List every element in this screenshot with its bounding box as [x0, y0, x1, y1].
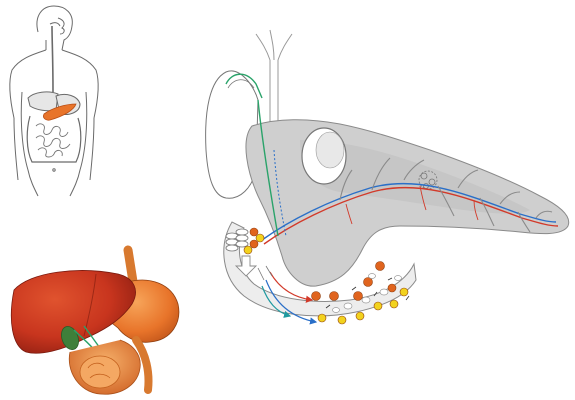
arrow-teal — [261, 285, 292, 318]
head-outline — [36, 5, 73, 51]
undigested-particles — [332, 273, 402, 313]
cystic-duct — [225, 73, 263, 99]
mini-colon — [26, 115, 82, 163]
arrow-red — [269, 271, 314, 303]
enzyme-granules — [311, 261, 409, 325]
mini-pancreas-highlight — [43, 103, 77, 121]
enzyme-granules-top — [243, 227, 265, 255]
arrow-blue — [265, 279, 318, 325]
esophagus — [51, 25, 54, 93]
pancreatic-duct-red — [263, 186, 559, 245]
liver — [10, 270, 136, 354]
common-bile-duct — [257, 99, 279, 237]
branch-ducts — [339, 157, 553, 233]
shoulder-outline — [9, 49, 47, 119]
flow-down-arrow — [234, 255, 258, 277]
pancreatic-duct-blue — [261, 182, 557, 241]
jejunum — [132, 336, 153, 394]
mini-intestine-coils — [35, 123, 71, 158]
enzyme-action-ticks — [325, 277, 410, 309]
branch-ducts-red — [345, 185, 479, 225]
gallbladder-outline — [205, 70, 259, 199]
pancreas-diagram — [205, 29, 570, 325]
torso-sketch — [9, 5, 99, 197]
torso-digestive-organs — [26, 22, 82, 163]
mini-liver — [27, 91, 59, 112]
liver-stomach-illustration — [10, 245, 180, 395]
chyme-rings — [225, 228, 249, 252]
duodenum-loop — [223, 221, 417, 317]
pancreas-body — [245, 119, 570, 287]
gallbladder — [61, 325, 79, 351]
